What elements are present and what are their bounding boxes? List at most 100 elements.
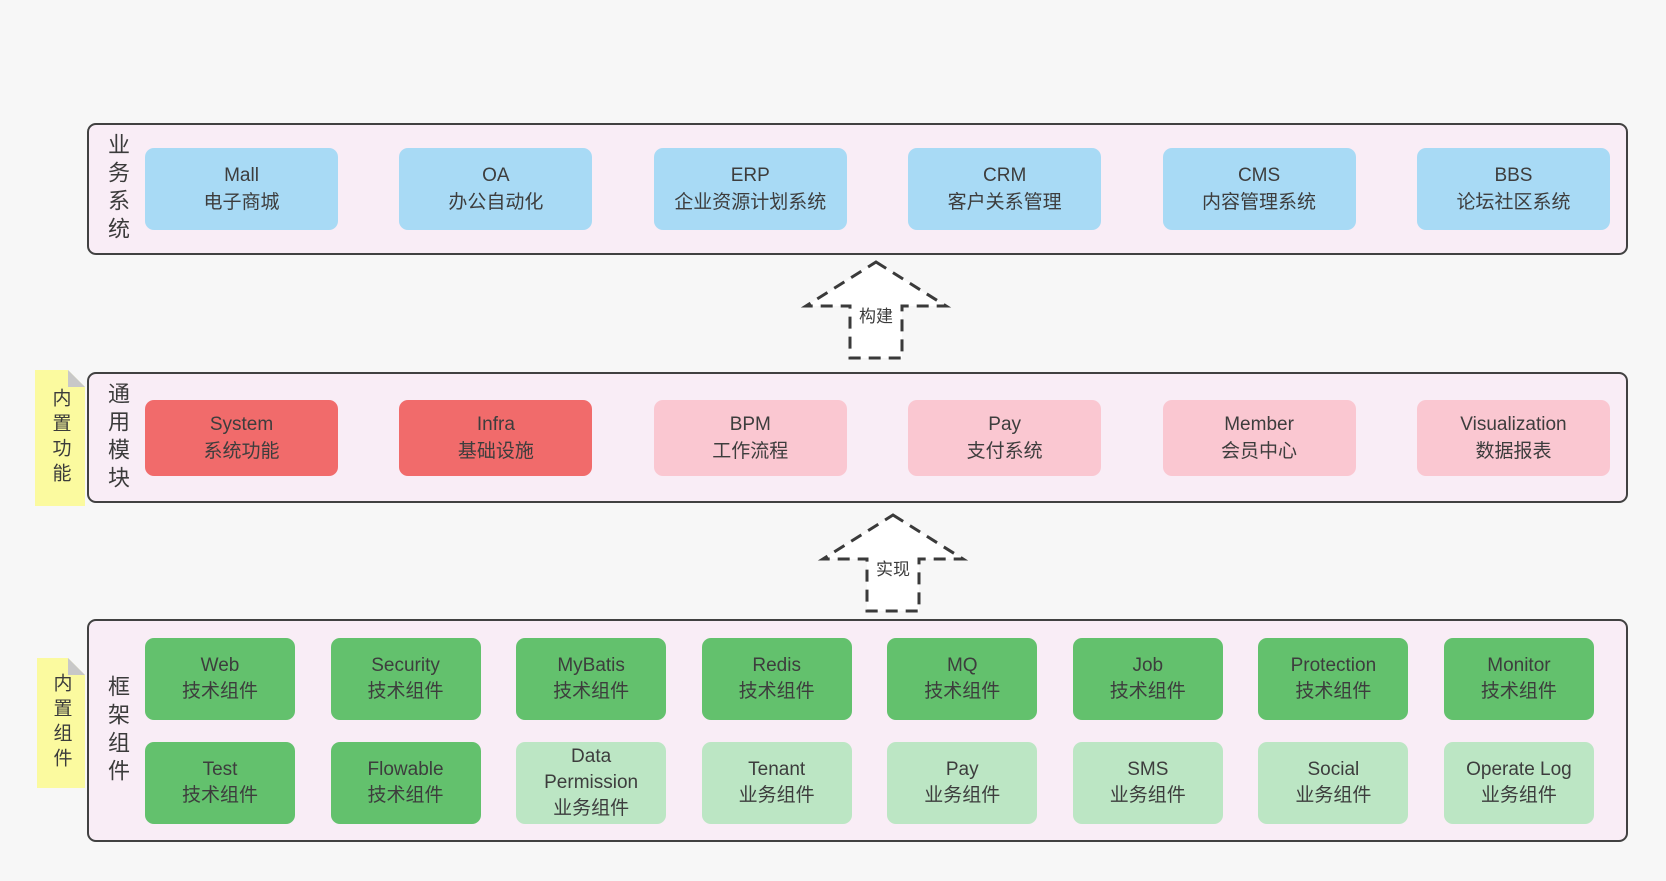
arrow-label: 构建 — [855, 302, 897, 327]
box-oa: OA 办公自动化 — [399, 148, 593, 230]
box-crm: CRM 客户关系管理 — [908, 148, 1102, 230]
box-title: Social — [1307, 758, 1360, 780]
box-subtitle: 会员中心 — [1221, 440, 1298, 462]
box-visualization: Visualization 数据报表 — [1416, 399, 1610, 476]
box-web: Web 技术组件 — [145, 637, 295, 720]
box-subtitle: 内容管理系统 — [1202, 192, 1317, 213]
box-pay-biz: Pay 业务组件 — [887, 741, 1038, 824]
box-sms: SMS 业务组件 — [1072, 741, 1223, 824]
band-row: Web 技术组件 Security 技术组件 MyBatis 技术组件 Redi… — [145, 637, 1610, 720]
arrow-build: 构建 — [796, 258, 956, 362]
box-subtitle: 电子商城 — [203, 192, 280, 213]
box-redis: Redis 技术组件 — [701, 637, 852, 720]
band-framework-components: 框架组件 Web 技术组件 Security 技术组件 MyBatis 技术组件… — [87, 619, 1628, 842]
box-title: Member — [1224, 413, 1294, 435]
box-system: System 系统功能 — [145, 399, 338, 476]
box-subtitle: 业务组件 — [1295, 784, 1372, 806]
box-title: OA — [482, 165, 510, 186]
band-row: System 系统功能 Infra 基础设施 BPM 工作流程 Pay 支付系统… — [145, 399, 1626, 476]
box-subtitle: 技术组件 — [924, 680, 1001, 702]
band-label: 业务系统 — [105, 133, 130, 245]
box-job: Job 技术组件 — [1072, 637, 1223, 720]
box-title: Monitor — [1487, 654, 1551, 676]
band-business-systems: 业务系统 Mall 电子商城 OA 办公自动化 ERP 企业资源计划系统 CRM… — [87, 123, 1628, 255]
band-label-column: 框架组件 — [89, 621, 145, 840]
box-subtitle: 技术组件 — [553, 680, 630, 702]
box-subtitle: 数据报表 — [1475, 440, 1552, 462]
box-subtitle: 技术组件 — [738, 680, 815, 702]
box-title: Flowable — [367, 758, 444, 780]
box-title: CMS — [1237, 165, 1281, 186]
sticky-note-built-in-features: 内置功能 — [35, 370, 85, 506]
box-title: Visualization — [1460, 413, 1567, 435]
box-title: Job — [1132, 654, 1164, 676]
box-subtitle: 工作流程 — [712, 440, 789, 462]
box-subtitle: 技术组件 — [1295, 680, 1372, 702]
box-title: BPM — [729, 413, 771, 435]
sticky-note-built-in-components: 内置组件 — [37, 658, 85, 788]
box-title: Pay — [945, 758, 979, 780]
box-mall: Mall 电子商城 — [145, 148, 338, 230]
band-label-column: 业务系统 — [89, 125, 145, 253]
box-subtitle: 企业资源计划系统 — [674, 192, 827, 213]
box-subtitle: 技术组件 — [181, 784, 258, 806]
box-operate-log: Operate Log 业务组件 — [1443, 741, 1594, 824]
box-subtitle: 基础设施 — [457, 440, 534, 462]
box-title: BBS — [1494, 165, 1533, 186]
box-subtitle: 业务组件 — [738, 784, 815, 806]
box-title: MQ — [946, 654, 978, 676]
box-mq: MQ 技术组件 — [887, 637, 1038, 720]
box-subtitle: 办公自动化 — [448, 192, 544, 213]
box-flowable: Flowable 技术组件 — [330, 741, 481, 824]
box-monitor: Monitor 技术组件 — [1443, 637, 1594, 720]
box-title: ERP — [730, 165, 770, 186]
box-title: Pay — [988, 413, 1022, 435]
band-common-modules: 通用模块 System 系统功能 Infra 基础设施 BPM 工作流程 Pay… — [87, 372, 1628, 503]
box-subtitle: 业务组件 — [1480, 784, 1557, 806]
box-erp: ERP 企业资源计划系统 — [653, 148, 847, 230]
box-title: Web — [200, 654, 240, 676]
box-title: Tenant — [748, 758, 806, 780]
box-security: Security 技术组件 — [330, 637, 481, 720]
box-title: Infra — [476, 413, 515, 435]
box-bbs: BBS 论坛社区系统 — [1416, 148, 1610, 230]
box-subtitle: 技术组件 — [367, 784, 444, 806]
box-data-permission: Data Permission 业务组件 — [516, 741, 667, 824]
box-title: SMS — [1127, 758, 1169, 780]
band-label: 通用模块 — [105, 381, 130, 494]
box-title: Operate Log — [1466, 758, 1572, 780]
band-row: Test 技术组件 Flowable 技术组件 Data Permission … — [145, 741, 1610, 824]
box-test: Test 技术组件 — [145, 741, 295, 824]
band-label-column: 通用模块 — [89, 374, 145, 501]
box-title: Data Permission — [544, 745, 639, 793]
box-subtitle: 技术组件 — [1109, 680, 1186, 702]
box-subtitle: 业务组件 — [924, 784, 1001, 806]
box-title: CRM — [983, 165, 1027, 186]
box-title: Redis — [752, 654, 801, 676]
box-protection: Protection 技术组件 — [1258, 637, 1409, 720]
box-member: Member 会员中心 — [1162, 399, 1356, 476]
box-subtitle: 系统功能 — [203, 440, 280, 462]
band-row: Mall 电子商城 OA 办公自动化 ERP 企业资源计划系统 CRM 客户关系… — [145, 148, 1626, 230]
band-label: 框架组件 — [105, 674, 130, 787]
box-title: Security — [371, 654, 440, 676]
note-text: 内置功能 — [49, 388, 71, 488]
box-social: Social 业务组件 — [1258, 741, 1409, 824]
box-subtitle: 技术组件 — [1480, 680, 1557, 702]
box-bpm: BPM 工作流程 — [653, 399, 847, 476]
box-subtitle: 业务组件 — [553, 797, 630, 819]
box-title: Protection — [1290, 654, 1377, 676]
band-rows: Web 技术组件 Security 技术组件 MyBatis 技术组件 Redi… — [145, 637, 1626, 824]
box-cms: CMS 内容管理系统 — [1162, 148, 1356, 230]
box-subtitle: 技术组件 — [367, 680, 444, 702]
box-subtitle: 支付系统 — [966, 440, 1043, 462]
arrow-implement: 实现 — [813, 511, 973, 615]
box-pay: Pay 支付系统 — [908, 399, 1102, 476]
box-subtitle: 论坛社区系统 — [1456, 192, 1571, 213]
box-infra: Infra 基础设施 — [399, 399, 593, 476]
box-subtitle: 技术组件 — [181, 680, 258, 702]
box-mybatis: MyBatis 技术组件 — [516, 637, 667, 720]
box-subtitle: 客户关系管理 — [947, 192, 1062, 213]
box-title: System — [209, 413, 274, 435]
